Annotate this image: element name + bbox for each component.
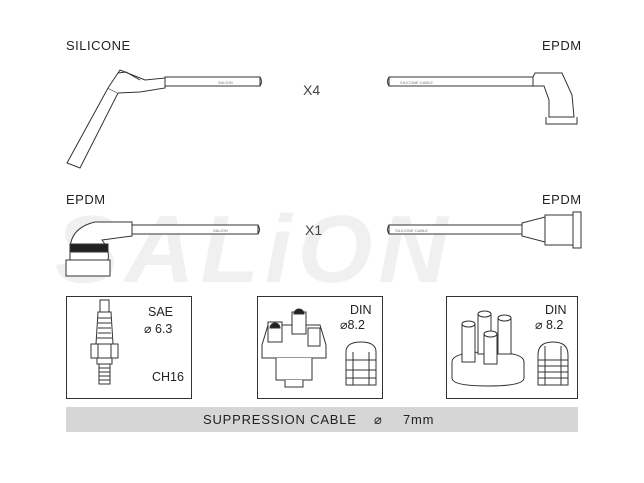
panel3-diameter-label: ⌀ 8.2 (535, 318, 564, 332)
watermark-logo: SALiON (55, 196, 454, 303)
epdm-elbow-boot-right (532, 72, 578, 125)
spark-plug-panel (66, 296, 192, 399)
panel2-standard-label: DIN (350, 303, 372, 317)
epdm-elbow-boot-left (65, 221, 133, 277)
distributor-cap-icon-b (451, 310, 525, 387)
row2-quantity-label: X1 (305, 222, 323, 238)
banner-value: 7mm (403, 412, 435, 427)
distributor-panel-b (446, 296, 578, 399)
panel3-standard-label: DIN (545, 303, 567, 317)
distributor-panel-a (257, 296, 383, 399)
row2-right-material-label: EPDM (542, 192, 582, 207)
silicone-boot-left (66, 69, 166, 169)
svg-text:SALION: SALION (218, 80, 233, 85)
suppression-cable-banner: SUPPRESSION CABLE ⌀ 7mm (66, 407, 578, 432)
row1-quantity-label: X4 (303, 82, 321, 98)
panel1-hex-label: CH16 (152, 370, 184, 384)
panel1-standard-label: SAE (148, 305, 174, 319)
spark-plug-icon (90, 299, 119, 385)
cable-row2-left (131, 224, 259, 235)
banner-label: SUPPRESSION CABLE (203, 412, 357, 427)
row1-left-material-label: SILICONE (66, 38, 131, 53)
panel2-diameter-label: ⌀8.2 (340, 318, 365, 332)
cable-row1-left (164, 76, 261, 87)
row2-left-material-label: EPDM (66, 192, 106, 207)
svg-text:SALION: SALION (213, 228, 228, 233)
din-terminal-icon-b (537, 341, 569, 386)
svg-text:SILICONE CABLE: SILICONE CABLE (395, 228, 428, 233)
din-terminal-icon-a (345, 341, 377, 386)
epdm-straight-boot-right (521, 211, 582, 249)
diameter-symbol: ⌀ (374, 412, 383, 427)
distributor-cap-icon-a (261, 308, 327, 388)
panel1-diameter-label: ⌀ 6.3 (144, 322, 173, 336)
row1-right-material-label: EPDM (542, 38, 582, 53)
svg-text:SILICONE CABLE: SILICONE CABLE (400, 80, 433, 85)
